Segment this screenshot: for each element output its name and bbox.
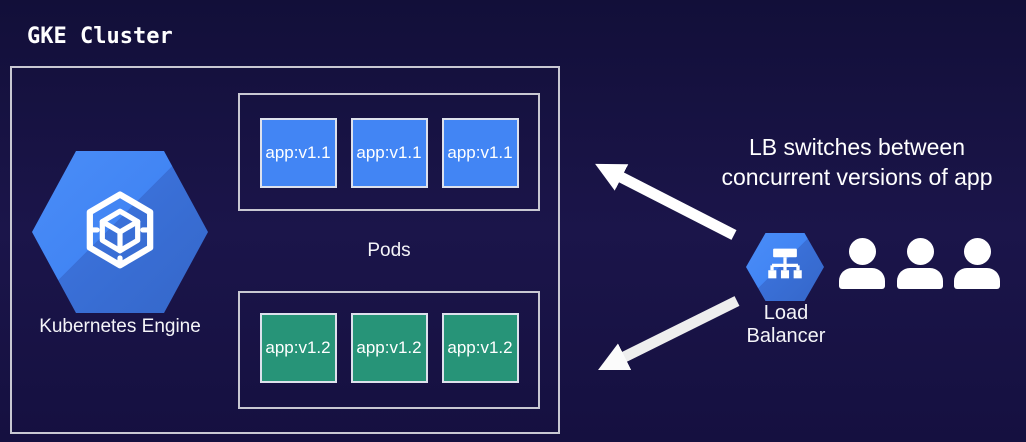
user-icon [954,238,1000,289]
user-head [906,238,934,265]
pods-label: Pods [367,240,411,261]
user-torso [897,268,943,289]
lb-annotation: LB switches between concurrent versions … [688,132,1026,192]
load-balancer-label-line1: Load [763,302,809,324]
load-balancer-label-line2: Balancer [746,325,826,347]
diagram-title: GKE Cluster [27,24,173,49]
load-balancer-label: Load Balancer [721,302,851,348]
pod-app-v2-3: app:v1.2 [441,313,519,383]
pod-app-v2-2: app:v1.2 [350,313,428,383]
user-icon [839,238,885,289]
user-head [848,238,876,265]
pod-app-v1-3: app:v1.1 [441,118,519,188]
lb-annotation-line1: LB switches between [748,134,966,160]
pods-group-v2: app:v1.2 app:v1.2 app:v1.2 [238,291,540,409]
pod-app-v1-2: app:v1.1 [350,118,428,188]
cluster-boundary-box [10,66,560,434]
user-head [963,238,991,265]
kubernetes-engine-label: Kubernetes Engine [39,316,201,337]
lb-annotation-line2: concurrent versions of app [721,164,993,190]
user-icon [897,238,943,289]
user-torso [954,268,1000,289]
load-balancer-icon [746,233,824,301]
user-torso [839,268,885,289]
pod-app-v1-1: app:v1.1 [259,118,337,188]
gke-hexagon-cube-icon [86,191,154,269]
pod-app-v2-1: app:v1.2 [259,313,337,383]
pods-group-v1: app:v1.1 app:v1.1 app:v1.1 [238,93,540,211]
traffic-arrow-down [598,296,740,371]
lb-network-tree-icon [768,248,802,279]
